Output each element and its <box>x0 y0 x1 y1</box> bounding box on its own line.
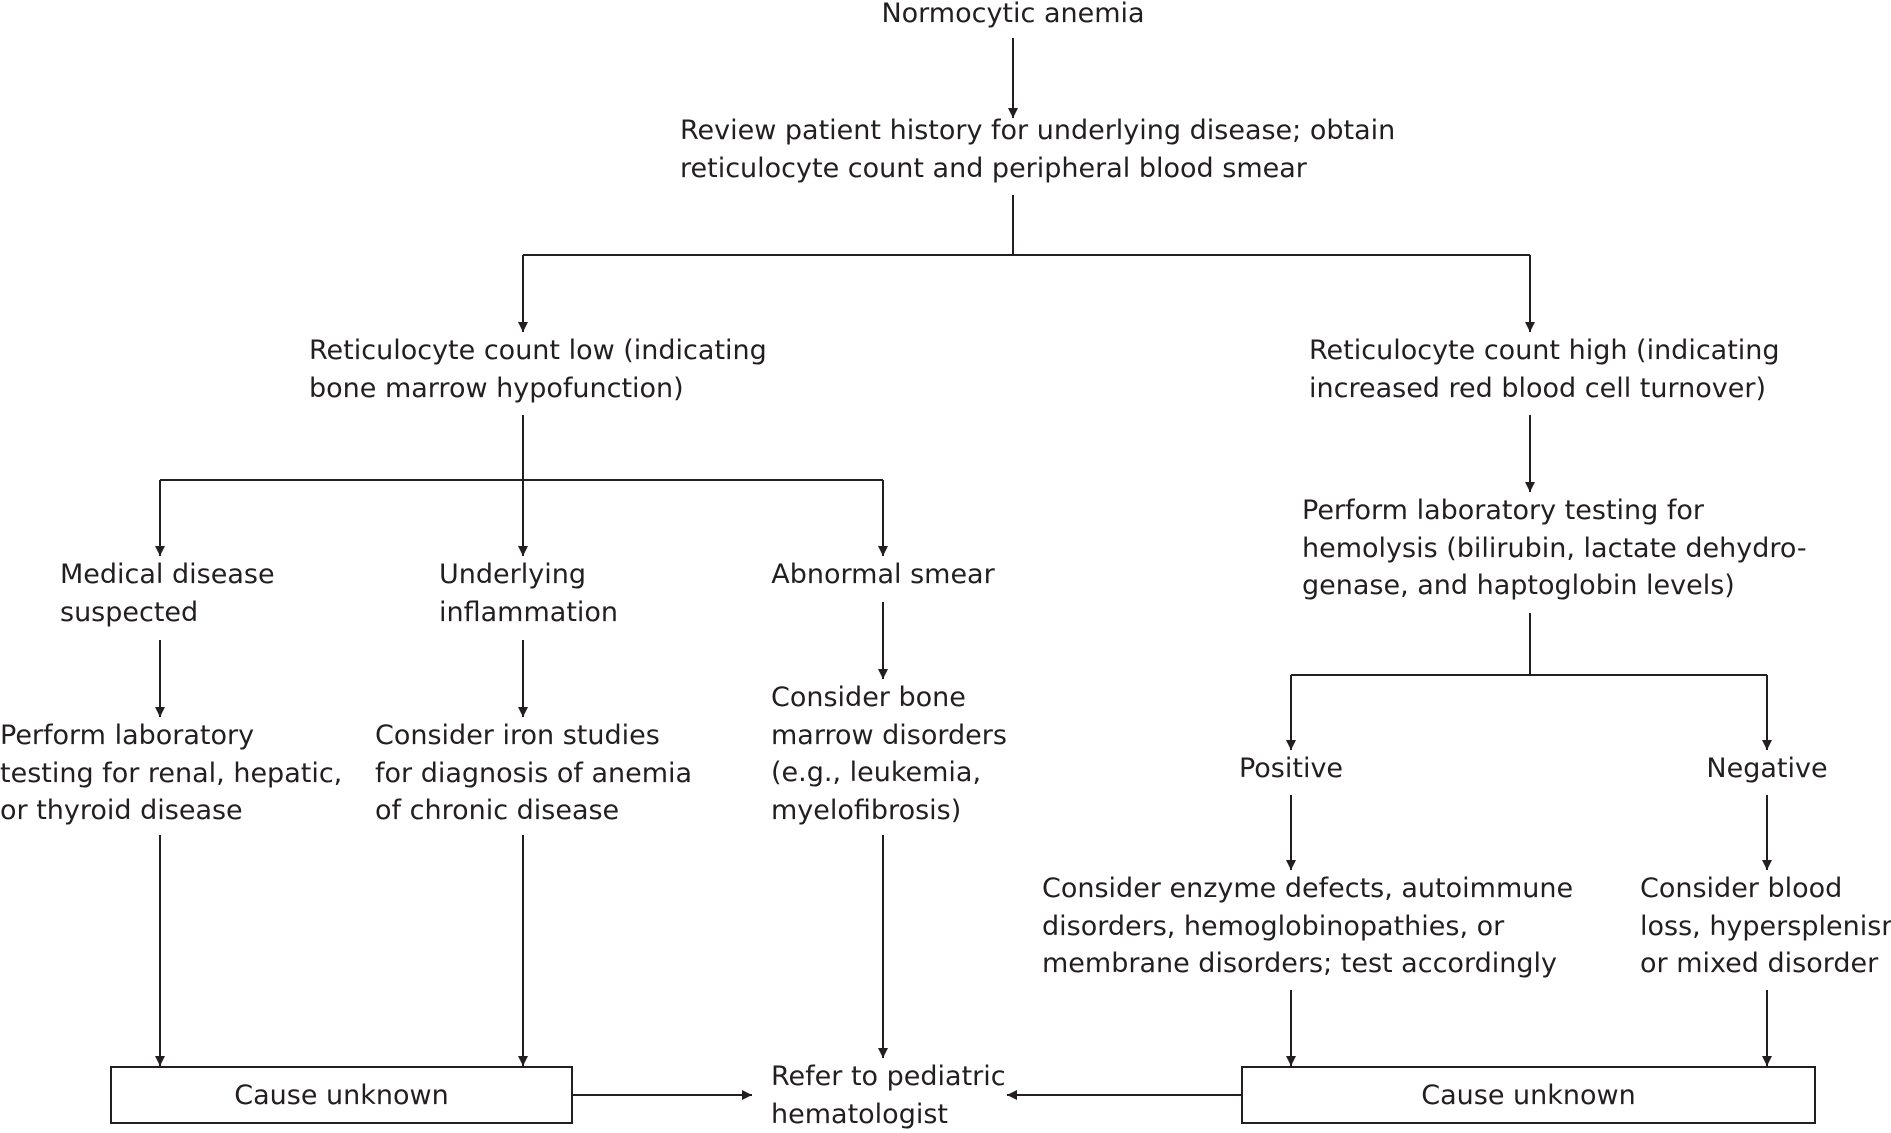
node-negative: Negative <box>1706 753 1828 784</box>
node-normocytic-anemia: Normocytic anemia <box>881 0 1145 29</box>
node-medical-disease: Medical disease suspected <box>60 559 275 628</box>
node-review-history: Review patient history for underlying di… <box>680 115 1396 184</box>
node-enzyme-defects: Consider enzyme defects, autoimmune diso… <box>1042 873 1574 979</box>
box-cause-unknown-left: Cause unknown <box>110 1066 573 1124</box>
node-refer-hematologist: Refer to pediatric hematologist <box>771 1061 1006 1130</box>
node-blood-loss: Consider blood loss, hypersplenism, or m… <box>1640 873 1891 979</box>
node-lab-renal-hepatic-thyroid: Perform laboratory testing for renal, he… <box>0 720 343 826</box>
box-cause-unknown-right-label: Cause unknown <box>1421 1079 1636 1111</box>
node-positive: Positive <box>1238 753 1344 784</box>
box-cause-unknown-right: Cause unknown <box>1241 1066 1816 1124</box>
box-cause-unknown-left-label: Cause unknown <box>234 1079 449 1111</box>
node-retic-low: Reticulocyte count low (indicating bone … <box>309 335 767 404</box>
node-underlying-inflammation: Underlying inflammation <box>439 559 619 628</box>
node-bone-marrow-disorders: Consider bone marrow disorders (e.g., le… <box>771 682 1007 826</box>
node-retic-high: Reticulocyte count high (indicating incr… <box>1309 335 1780 404</box>
node-abnormal-smear: Abnormal smear <box>771 559 995 590</box>
node-iron-studies: Consider iron studies for diagnosis of a… <box>375 720 693 826</box>
node-hemolysis-testing: Perform laboratory testing for hemolysis… <box>1302 495 1807 601</box>
